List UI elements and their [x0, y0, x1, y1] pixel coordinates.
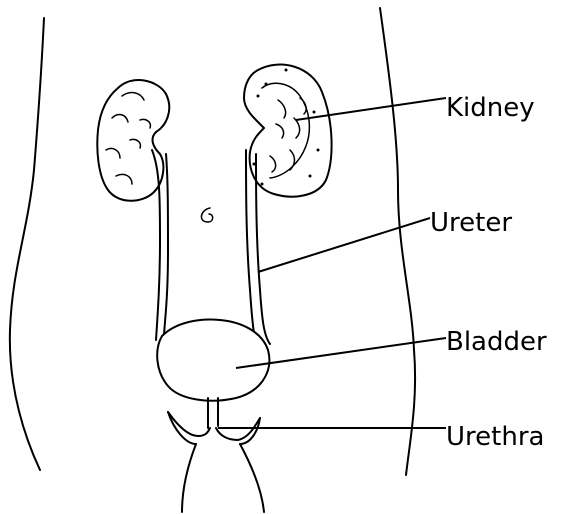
urethra: [168, 398, 260, 444]
body-outline: [10, 8, 415, 512]
kidney-label: Kidney: [446, 93, 535, 123]
right-kidney: [244, 65, 332, 197]
bladder-label: Bladder: [446, 327, 547, 357]
ureter-label: Ureter: [430, 208, 512, 238]
bladder: [157, 320, 269, 401]
urethra-label: Urethra: [446, 422, 544, 452]
